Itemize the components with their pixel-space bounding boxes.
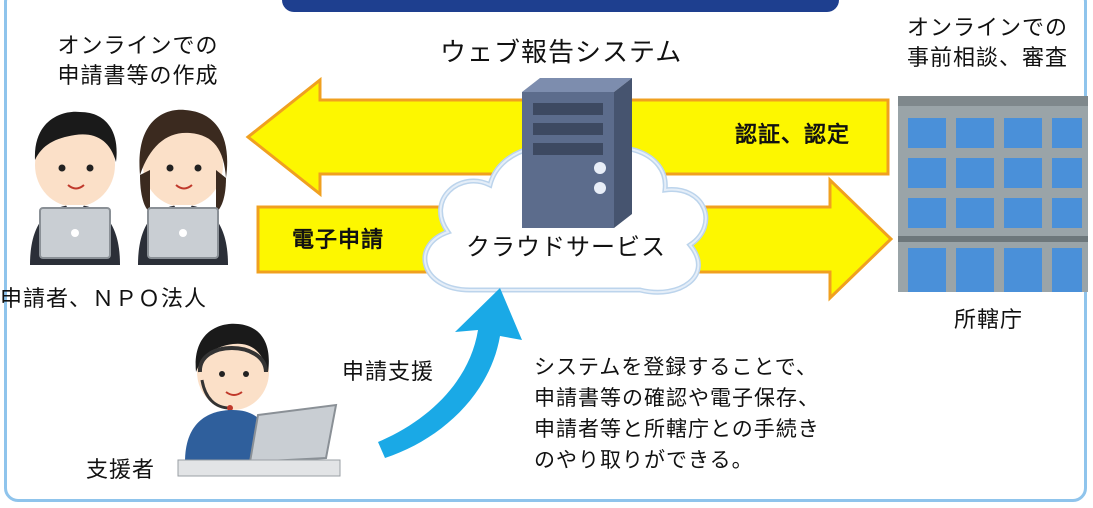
applicants-label: 申請者、ＮＰＯ法人 [0,287,208,312]
title-banner [282,0,839,12]
support-arrow [378,288,522,458]
applicant-woman-icon [138,109,228,265]
benefit-text: システムを登録することで、 申請書等の確認や電子保存、 申請者等と所轄庁との手続… [534,352,820,476]
benefit-text-line-1: システムを登録することで、 [534,355,818,379]
cloud-label: クラウドサービス [466,233,666,261]
e-application-label: 電子申請 [292,228,385,253]
supporter-icon [177,323,341,477]
system-title: ウェブ報告システム [440,38,683,68]
office-label: 所轄庁 [954,308,1024,333]
benefit-text-line-2: 申請書等の確認や電子保存、 [534,386,820,410]
support-label: 申請支援 [342,360,435,385]
applicant-caption-line-2: 申請書等の作成 [57,64,219,89]
server-icon [522,78,632,228]
office-caption-line-1: オンラインでの [906,16,1068,41]
government-office-icon [898,96,1088,292]
benefit-text-line-4: のやり取りができる。 [534,448,754,472]
benefit-text-line-3: 申請者等と所轄庁との手続き [534,417,820,441]
certification-label: 認証、認定 [735,123,851,148]
office-caption-line-2: 事前相談、審査 [906,46,1068,71]
applicant-caption: オンラインでの 申請書等の作成 [18,32,258,92]
applicant-caption-line-1: オンラインでの [57,34,219,59]
office-caption: オンラインでの 事前相談、審査 [885,14,1090,74]
applicant-man-icon [30,111,120,265]
supporter-label: 支援者 [86,458,156,483]
